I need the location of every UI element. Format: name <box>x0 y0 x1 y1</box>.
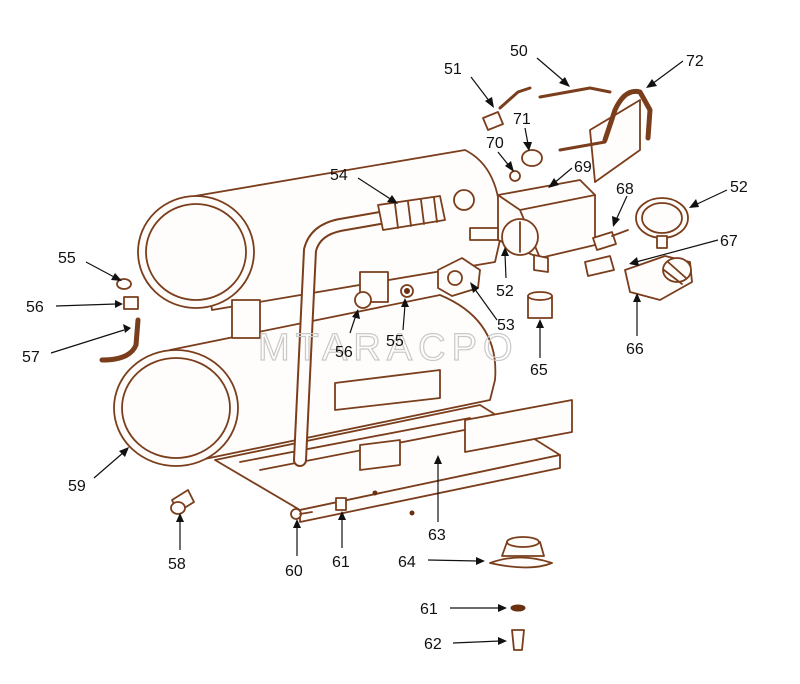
callout-label: 61 <box>332 554 350 571</box>
callout-label: 70 <box>486 135 504 152</box>
callout-label: 66 <box>626 341 644 358</box>
loose-parts <box>170 489 553 651</box>
callout-label: 55 <box>58 250 76 267</box>
center-fittings <box>437 257 553 319</box>
callout-label: 64 <box>398 554 416 571</box>
base-frame <box>214 369 573 523</box>
callout-label: 63 <box>428 527 446 544</box>
callout-label: 54 <box>330 167 348 184</box>
callout-label: 65 <box>530 362 548 379</box>
callout-label: 71 <box>513 111 531 128</box>
callout-label: 52 <box>730 179 748 196</box>
pump-head <box>469 99 641 273</box>
leader-lines <box>50 57 728 645</box>
left-fittings <box>99 278 141 363</box>
callout-label: 60 <box>285 563 303 580</box>
callout-label: 67 <box>720 233 738 250</box>
callout-label: 55 <box>386 333 404 350</box>
callout-label: 51 <box>444 61 462 78</box>
callout-label: 56 <box>335 344 353 361</box>
callout-labels: 50 51 72 71 70 69 54 68 52 67 55 56 57 5… <box>22 43 748 653</box>
right-fittings <box>584 229 693 301</box>
callout-label: 52 <box>496 283 514 300</box>
callout-label: 50 <box>510 43 528 60</box>
callout-label: 57 <box>22 349 40 366</box>
callout-label: 72 <box>686 53 704 70</box>
callout-label: 53 <box>497 317 515 334</box>
handle-pipe <box>293 195 446 467</box>
callout-label: 58 <box>168 556 186 573</box>
callout-label: 56 <box>26 299 44 316</box>
tank-spacers <box>231 271 414 339</box>
watermark-text: MTARACPO <box>258 327 519 369</box>
callout-label: 61 <box>420 601 438 618</box>
callout-label: 59 <box>68 478 86 495</box>
pressure-gauge <box>635 197 689 249</box>
callout-label: 68 <box>616 181 634 198</box>
tubes-top <box>482 86 653 182</box>
callout-label: 62 <box>424 636 442 653</box>
callout-label: 69 <box>574 159 592 176</box>
